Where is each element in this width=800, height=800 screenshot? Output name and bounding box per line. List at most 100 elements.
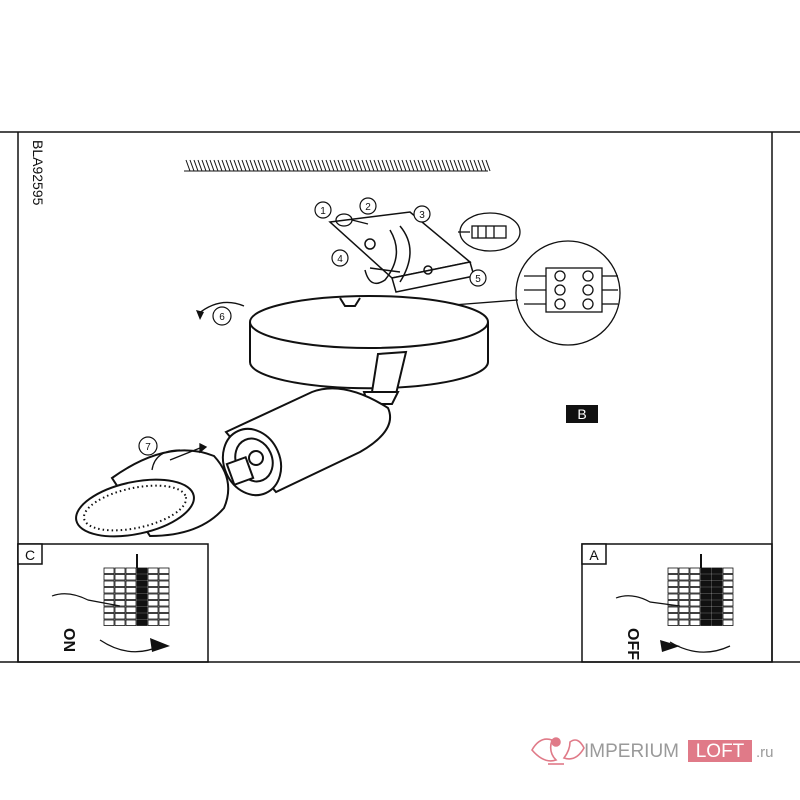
breaker-cell [722,606,734,613]
breaker-cell [114,619,126,626]
hatch-line [421,159,427,172]
breaker-cell [700,619,712,626]
breaker-cell [722,574,734,581]
hatch-line [469,159,475,172]
breaker-cell [147,600,159,607]
hatch-line [485,159,491,172]
hatch-line [341,159,347,172]
breaker-cell [689,619,701,626]
callout-4 [331,249,349,267]
breaker-cell [114,606,126,613]
breaker-cell [103,619,115,626]
breaker-cell [700,600,712,607]
hatch-line [353,159,359,172]
breaker-cell [689,593,701,600]
breaker-cell [689,580,701,587]
breaker-cell [147,574,159,581]
hatch-line [265,159,271,172]
breaker-cell [700,580,712,587]
hatch-line [405,159,411,172]
hatch-line [453,159,459,172]
hatch-line [189,159,195,172]
breaker-cell [667,593,679,600]
breaker-cell [103,574,115,581]
arm [362,350,408,405]
breaker-cell [678,567,690,574]
callout-1 [314,201,332,219]
panel-c-label: C [25,547,35,563]
breaker-cell [158,600,170,607]
breaker-cell [711,587,723,594]
panel-a-caption: OFF [624,628,641,660]
breaker-cell [722,613,734,620]
callout-4-label: 4 [337,254,343,265]
callout-5-label: 5 [475,274,481,285]
callout-5 [469,269,487,287]
hatch-line [437,159,443,172]
breaker-cell [678,619,690,626]
hatch-line [321,159,327,172]
breaker-cell [136,593,148,600]
breaker-cell [689,587,701,594]
breaker-cell [700,613,712,620]
breaker-cell [158,613,170,620]
breaker-cell [158,587,170,594]
hatch-line [277,159,283,172]
breaker-cell [147,619,159,626]
breaker-cell [722,587,734,594]
panel-a: A OFF [581,543,773,663]
gu10-bulb [75,449,255,538]
breaker-cell [136,580,148,587]
callout-numbers: 1 2 3 4 5 6 7 [145,202,481,453]
hatch-line [241,159,247,172]
breaker-cell [678,606,690,613]
hatch-line [457,159,463,172]
callout-7-label: 7 [145,442,151,453]
breaker-cell [667,574,679,581]
panel-b-label: B [577,406,586,422]
breaker-cell [125,613,137,620]
breaker-cell [136,619,148,626]
breaker-cell [700,587,712,594]
hatch-line [425,159,431,172]
breaker-cell [136,606,148,613]
breaker-cell [103,613,115,620]
breaker-cell [711,567,723,574]
hatch-line [409,159,415,172]
hatch-line [257,159,263,172]
breaker-cell [678,613,690,620]
breaker-cell [136,574,148,581]
hatch-line [237,159,243,172]
hatch-line [309,159,315,172]
breaker-cell [678,574,690,581]
breaker-cell [722,593,734,600]
hatch-line [201,159,207,172]
hatch-line [393,159,399,172]
wall-anchor-icon [458,212,521,252]
hatch-line [325,159,331,172]
hatch-line [245,159,251,172]
breaker-cell [689,567,701,574]
breaker-cell [667,613,679,620]
breaker-cell [114,587,126,594]
breaker-cell [147,606,159,613]
svg-text:IMPERIUM: IMPERIUM [584,741,679,762]
hatch-line [473,159,479,172]
hatch-line [465,159,471,172]
breaker-cell [722,567,734,574]
hatch-line [349,159,355,172]
breaker-cell [114,593,126,600]
hatch-line [441,159,447,172]
breaker-cell [158,619,170,626]
hatch-line [337,159,343,172]
callout-6-label: 6 [219,312,225,323]
hatch-line [289,159,295,172]
crown-logo-icon [531,737,585,765]
breaker-cell [136,567,148,574]
terminal-block-detail [439,240,621,346]
breaker-cell [114,574,126,581]
breaker-cell [711,613,723,620]
breaker-cell [711,619,723,626]
breaker-cell [667,606,679,613]
breaker-cell [700,606,712,613]
